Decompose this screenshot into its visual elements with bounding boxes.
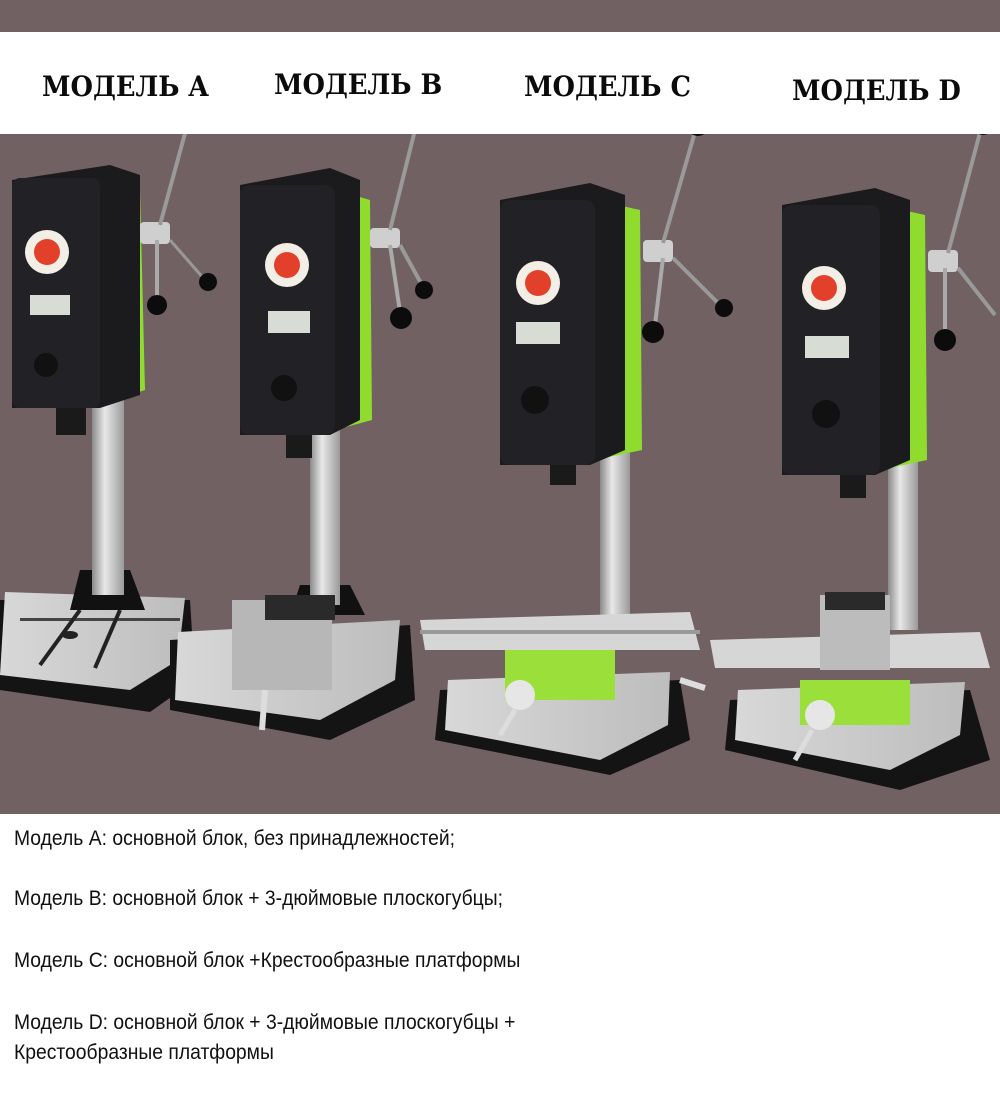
drill-press-model-d <box>710 134 997 790</box>
description-model-d-line2: Крестообразные платформы <box>14 1041 274 1064</box>
drill-press-model-a <box>0 134 217 712</box>
model-c-title: МОДЕЛЬ C <box>524 70 692 103</box>
description-model-b: Модель B: основной блок + 3-дюймовые пло… <box>14 887 504 910</box>
drill-press-model-b <box>170 134 433 740</box>
description-model-c: Модель C: основной блок +Крестообразные … <box>14 949 521 972</box>
drill-press-model-c <box>420 134 733 775</box>
description-model-a: Модель A: основной блок, без принадлежно… <box>14 827 456 850</box>
model-a-title: МОДЕЛЬ A <box>42 70 209 103</box>
model-titles-header: МОДЕЛЬ A МОДЕЛЬ B МОДЕЛЬ C МОДЕЛЬ D <box>0 32 1000 134</box>
description-model-d-line1: Модель D: основной блок + 3-дюймовые пло… <box>14 1011 516 1034</box>
top-background-band <box>0 0 1000 32</box>
drill-press-illustrations <box>0 134 997 790</box>
model-d-title: МОДЕЛЬ D <box>792 74 961 107</box>
product-photo-area <box>0 134 1000 814</box>
model-b-title: МОДЕЛЬ B <box>274 68 443 101</box>
